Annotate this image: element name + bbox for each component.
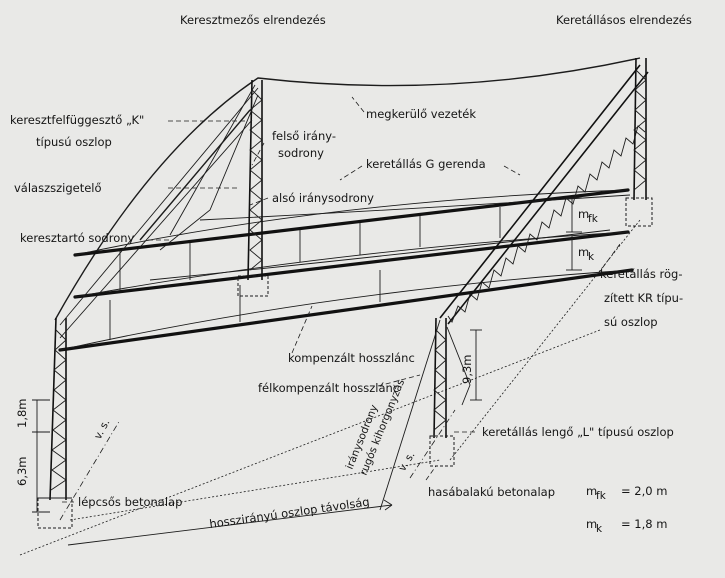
- label-k-pole-2: típusú oszlop: [36, 135, 112, 149]
- label-section-insulator: válaszszigetelő: [14, 181, 102, 195]
- contact-wire-2: [73, 230, 630, 299]
- label-kr-pole-3: sú oszlop: [604, 315, 658, 329]
- label-upper-wire-2: sodrony: [278, 146, 324, 160]
- label-upper-wire-1: felső irány-: [272, 129, 336, 143]
- vs-line-right: [409, 409, 456, 479]
- dim-mk-sub: k: [588, 251, 595, 263]
- l-pole: [429, 317, 455, 467]
- legend-mk-sym: m: [586, 517, 597, 531]
- g-beam: [439, 64, 649, 325]
- legend-mk-sub: k: [596, 523, 603, 535]
- k-pole: [237, 79, 269, 297]
- label-cross-wire: keresztartó sodrony: [20, 231, 135, 245]
- droppers: [109, 207, 501, 340]
- legend-mk-val: = 1,8 m: [621, 517, 667, 531]
- dim-6-3: 6,3m: [15, 457, 29, 487]
- dim-mk: m: [578, 245, 589, 259]
- label-comp-chain: kompenzált hosszlánc: [288, 351, 415, 365]
- dim-mfk-sub: fk: [588, 213, 599, 225]
- label-kr-pole-2: zített KR típu-: [604, 291, 683, 305]
- contact-wire-3: [58, 268, 634, 352]
- cross-wire-c: [139, 109, 251, 241]
- upper-direction-wire: [199, 194, 631, 221]
- right-height-dim: [470, 329, 482, 401]
- left-height-dims: [32, 399, 50, 513]
- front-left-pole: [37, 317, 73, 529]
- legend-mfk-val: = 2,0 m: [621, 484, 667, 498]
- m-dims: [566, 197, 582, 271]
- label-k-pole-1: keresztfelfüggesztő „K": [10, 113, 144, 127]
- bypass-wire: [54, 57, 641, 321]
- cross-wire-b: [159, 94, 259, 251]
- guy-wire: [379, 319, 441, 511]
- dim-9-3: 9,3m: [460, 355, 474, 385]
- label-g-beam: keretállás G gerenda: [366, 157, 486, 171]
- front-cross-span-b: [59, 119, 253, 339]
- distance-dim-line: [67, 504, 393, 546]
- label-distance: hosszirányú oszlop távolság: [208, 495, 370, 531]
- heading-cross-span: Keresztmezős elrendezés: [180, 13, 326, 27]
- dim-1-8: 1,8m: [15, 399, 29, 429]
- leader-lines: [62, 96, 621, 503]
- heading-frame: Keretállásos elrendezés: [556, 13, 692, 27]
- label-vs-right: v. s.: [396, 450, 417, 474]
- legend-mfk-sub: fk: [596, 490, 607, 502]
- label-lower-wire: alsó iránysodrony: [272, 191, 374, 205]
- dim-mfk: m: [578, 207, 589, 221]
- messenger-1: [74, 189, 629, 256]
- ground-slope: [69, 459, 441, 521]
- label-kr-pole-1: keretállás rög-: [600, 267, 682, 281]
- legend-mfk-sym: m: [586, 484, 597, 498]
- front-cross-span: [59, 87, 259, 326]
- label-bypass: megkerülő vezeték: [366, 107, 476, 121]
- kr-pole: [625, 57, 653, 227]
- cross-wire-a: [169, 84, 256, 236]
- ground-slope-b: [449, 219, 641, 461]
- label-block-foundation: hasábalakú betonalap: [428, 485, 555, 499]
- lower-direction-wire: [149, 229, 611, 281]
- guy-wire-b: [446, 326, 471, 406]
- label-half-comp-chain: félkompenzált hosszlánc: [258, 381, 399, 395]
- label-l-pole: keretállás lengő „L" típusú oszlop: [482, 425, 674, 439]
- messenger-3: [59, 269, 633, 351]
- distance-arrow-r: [383, 499, 393, 511]
- label-step-foundation: lépcsős betonalap: [78, 495, 182, 509]
